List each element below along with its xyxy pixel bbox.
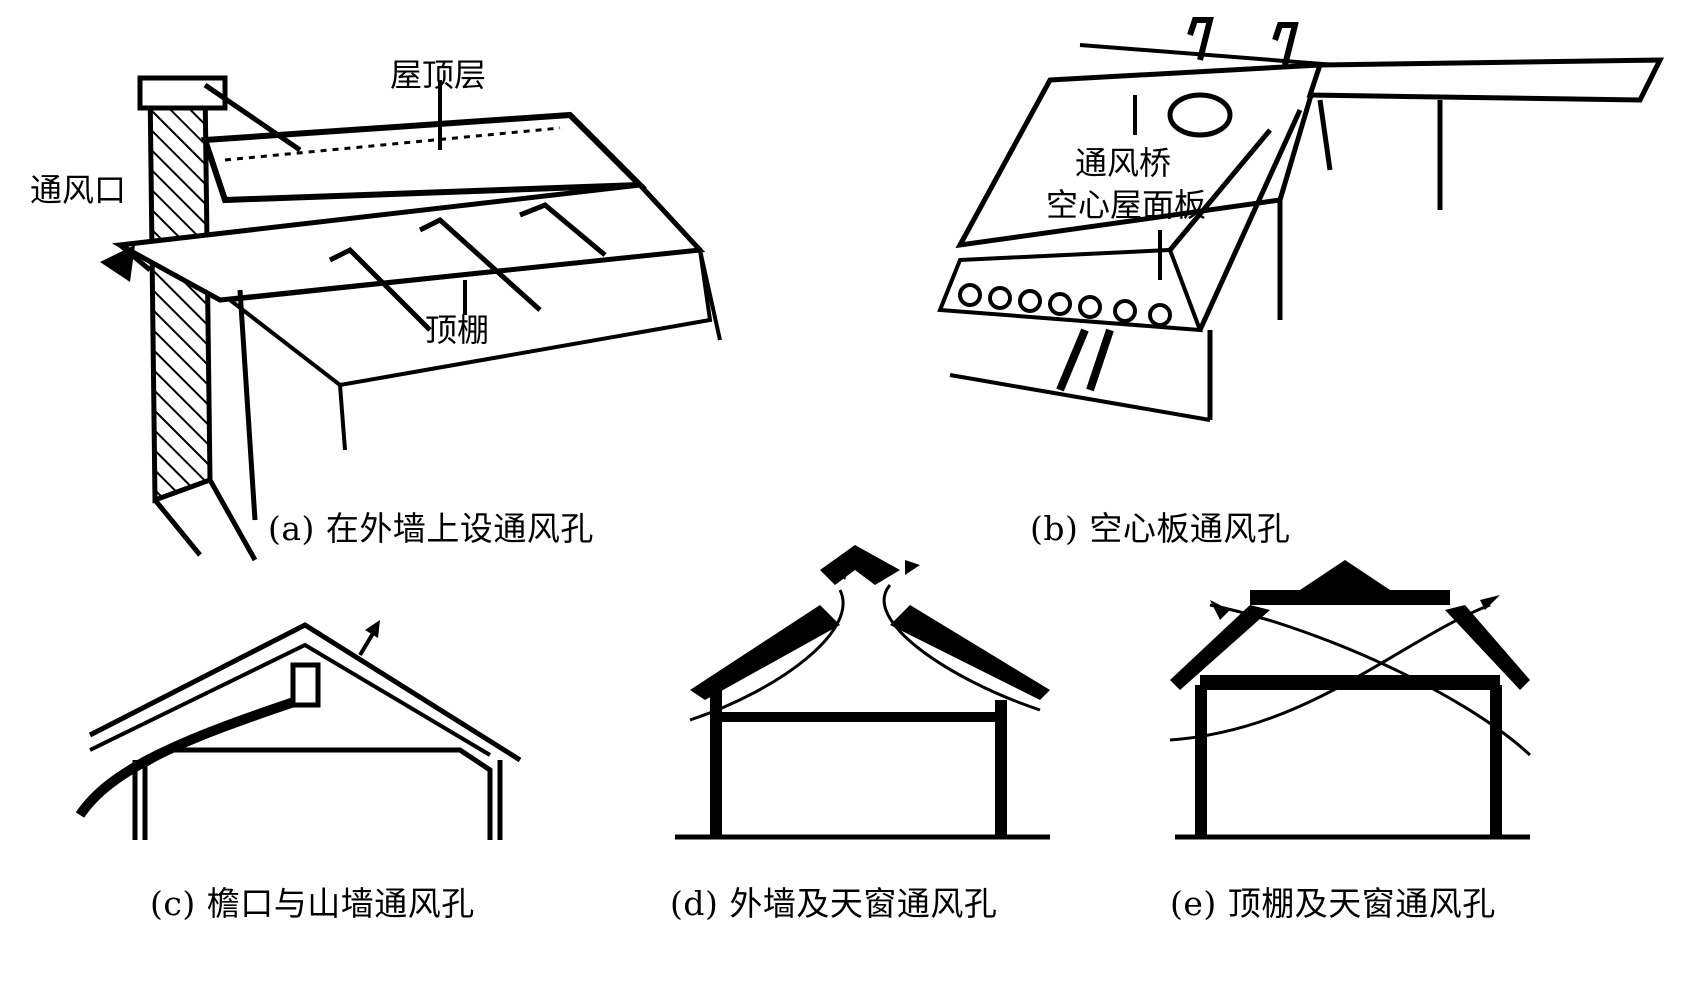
label-hollow-slab: 空心屋面板: [1046, 186, 1207, 224]
airflow: [689, 584, 1041, 722]
ceiling-beam: [715, 712, 1005, 722]
panel-e-drawing: [1169, 560, 1532, 840]
roof-right: [1445, 605, 1530, 690]
hollow-cores: [958, 283, 1172, 327]
wall-cap: [137, 75, 228, 111]
caption-c: (c) 檐口与山墙通风孔: [150, 884, 475, 923]
roof-left: [1170, 605, 1270, 690]
ceiling: [224, 247, 713, 388]
label-roof-layer: 屋顶层: [390, 56, 487, 94]
exterior-wall: [147, 82, 213, 504]
panel-c: (c) 檐口与山墙通风孔: [60, 600, 620, 1003]
walls: [142, 747, 493, 840]
label-vent-bridge: 通风桥: [1075, 144, 1172, 182]
caption-a: (a) 在外墙上设通风孔: [268, 509, 594, 548]
panel-a-drawing: [100, 75, 722, 562]
skylight-cap: [1250, 560, 1450, 605]
eave-vent-flow: [75, 695, 302, 818]
caption-e: (e) 顶棚及天窗通风孔: [1170, 884, 1496, 923]
vent-bridge: [1167, 92, 1233, 138]
panel-d: (d) 外墙及天窗通风孔: [660, 530, 1160, 1003]
caption-d: (d) 外墙及天窗通风孔: [670, 884, 998, 923]
panel-d-drawing: [675, 545, 1050, 840]
caption-b: (b) 空心板通风孔: [1030, 509, 1291, 548]
right-slab: [1306, 57, 1665, 103]
gable-vent: [290, 662, 321, 708]
panel-b: 通风桥 空心屋面板 (b) 空心板通风孔: [880, 0, 1704, 600]
label-ceiling: 顶棚: [425, 311, 490, 349]
panel-c-drawing: [75, 620, 522, 840]
roof-outline: [88, 622, 522, 763]
roof-right: [890, 605, 1050, 700]
vent-arrow: [100, 245, 135, 282]
panel-e: (e) 顶棚及天窗通风孔: [1160, 530, 1704, 1003]
roof-left: [690, 605, 840, 700]
duct: [328, 202, 607, 332]
label-vent: 通风口: [30, 171, 127, 209]
panel-b-drawing: [937, 17, 1665, 422]
panel-a: 屋顶层 通风口 顶棚 (a) 在外墙上设通风孔: [0, 0, 760, 600]
